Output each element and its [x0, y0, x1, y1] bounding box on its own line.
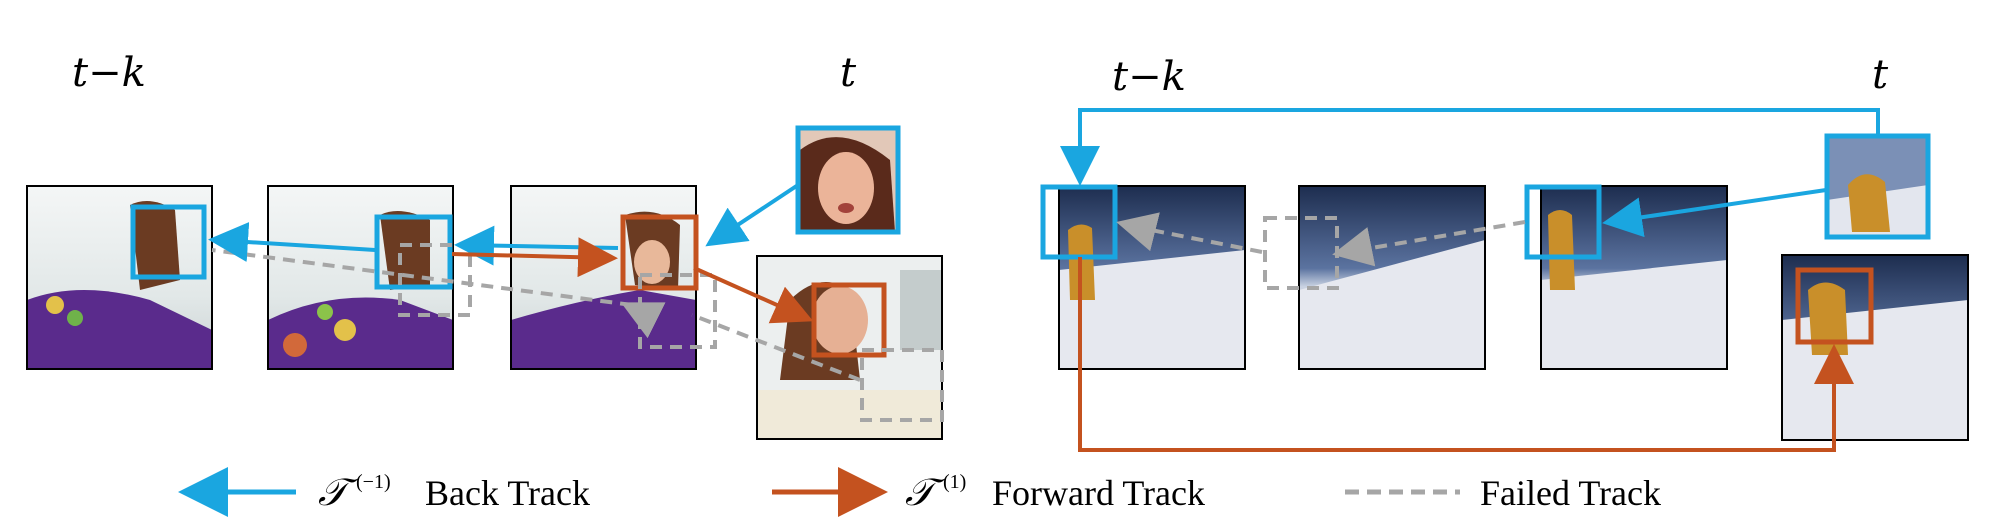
- legend-back-label: Back Track: [425, 473, 590, 513]
- left-time-start-label: t−k: [72, 50, 146, 96]
- right-back-track: [1060, 108, 1880, 238]
- right-time-start-label: t−k: [1112, 54, 1186, 100]
- right-template-crop: [1824, 133, 1931, 240]
- left-time-end-label: t: [840, 50, 857, 96]
- left-forward-box-4: [811, 282, 887, 358]
- legend-back-symbol: 𝒯: [318, 470, 358, 514]
- left-back-box-1: [130, 204, 207, 280]
- legend-forward-symbol: 𝒯: [905, 470, 945, 514]
- legend-failed-label: Failed Track: [1480, 473, 1661, 513]
- legend: 𝒯 (−1) Back Track 𝒯 (1) Forward Track Fa…: [178, 467, 1661, 517]
- legend-forward-superscript: (1): [943, 471, 966, 493]
- left-frame-3: [510, 185, 697, 370]
- left-failed-track: [211, 243, 944, 422]
- right-frame-3: [1540, 185, 1728, 370]
- right-frame-4: [1781, 254, 1969, 441]
- left-frame-4: [756, 255, 943, 440]
- left-forward-box-3: [620, 214, 699, 291]
- legend-forward-label: Forward Track: [992, 473, 1205, 513]
- right-frame-2: [1298, 185, 1486, 370]
- right-forward-box-4: [1795, 267, 1874, 345]
- right-time-end-label: t: [1872, 52, 1889, 98]
- right-frame-1: [1058, 185, 1246, 370]
- legend-back-superscript: (−1): [356, 471, 391, 493]
- right-back-box-3: [1524, 184, 1602, 260]
- left-template-crop: [795, 125, 901, 235]
- left-forward-track: [451, 237, 814, 324]
- right-forward-track: [1078, 257, 1854, 452]
- left-back-box-2: [374, 214, 453, 290]
